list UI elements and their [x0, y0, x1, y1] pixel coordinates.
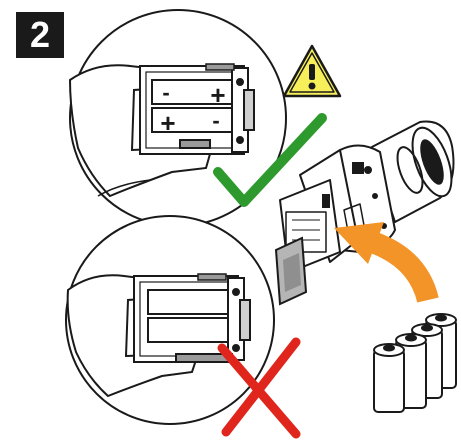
step-number-badge: 2 — [16, 12, 64, 58]
minus-sign-top-left: - — [162, 80, 169, 105]
check-mark-icon — [213, 113, 327, 207]
cross-mark-icon — [217, 337, 301, 439]
warning-icon — [282, 44, 342, 98]
batteries-group — [373, 313, 457, 413]
battery-icon — [373, 343, 405, 413]
wrong-orientation-view — [65, 215, 275, 425]
hand-drawing — [66, 274, 198, 398]
battery-compartment — [139, 65, 255, 155]
plus-sign-top-right: + — [210, 80, 225, 110]
curved-arrow-icon — [334, 222, 439, 303]
hand-drawing — [68, 64, 212, 198]
correct-orientation-view: - + + - — [68, 9, 287, 227]
minus-sign-bottom-right: - — [212, 108, 219, 133]
battery-compartment — [133, 275, 251, 363]
plus-sign-bottom-left: + — [160, 108, 175, 138]
